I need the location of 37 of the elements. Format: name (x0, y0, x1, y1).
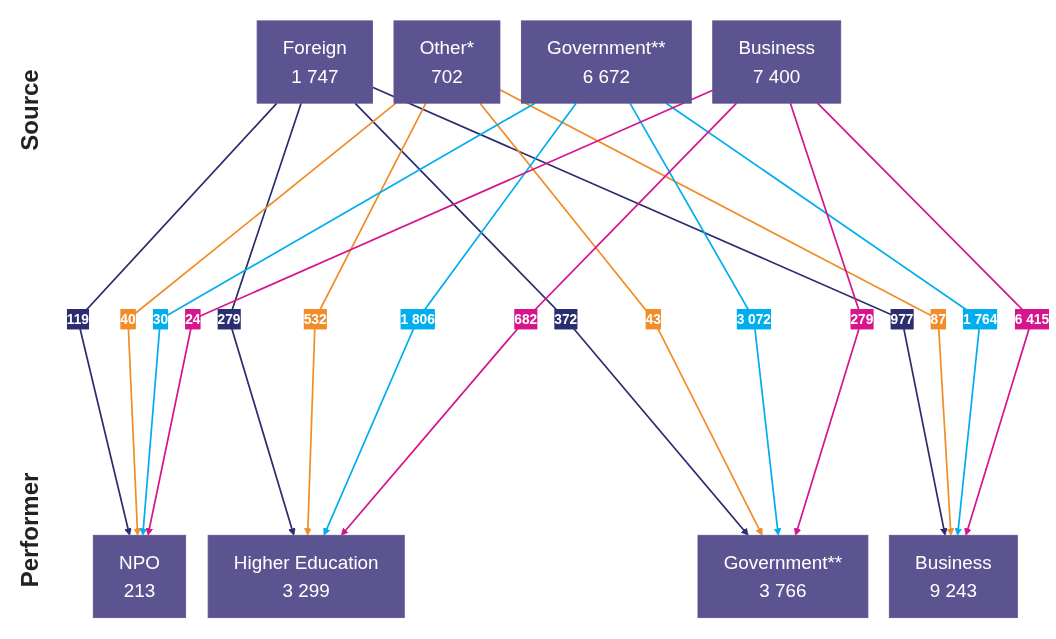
node-box: Government** 6 672 (520, 20, 692, 104)
arrow (479, 102, 763, 536)
arrow (629, 102, 782, 536)
edge-label: 977 (890, 311, 914, 327)
edge-label: 119 (66, 311, 89, 327)
edge-label: 6 415 (1014, 311, 1050, 327)
arrow (499, 89, 955, 536)
arrow (145, 89, 714, 536)
arrow (665, 102, 982, 536)
arrow (127, 102, 397, 536)
node-box: Government** 3 766 (697, 535, 869, 619)
arrow (323, 102, 577, 536)
arrow (139, 102, 536, 536)
edge-label: 40 (120, 311, 136, 327)
edge-label: 1 764 (962, 311, 998, 327)
edge-label: 24 (185, 311, 201, 327)
edge-label: 279 (850, 311, 874, 327)
edge-label: 372 (554, 311, 578, 327)
node-box: Other* 702 (393, 20, 501, 104)
edge-label: 43 (645, 311, 661, 327)
edge-label: 1 806 (400, 311, 435, 327)
edge-label: 532 (303, 311, 327, 327)
edge-label: 682 (514, 311, 538, 327)
arrow (304, 102, 427, 536)
node-box: Business 7 400 (712, 20, 842, 104)
axis-heading: Performer (16, 472, 44, 588)
arrow (371, 86, 948, 536)
edge-label: 3 072 (736, 311, 772, 327)
node-box: NPO 213 (92, 535, 187, 619)
axis-heading: Source (16, 69, 44, 151)
node-box: Business 9 243 (888, 535, 1018, 619)
arrow (228, 102, 302, 536)
node-box: Higher Education 3 299 (207, 535, 405, 619)
edge-label: 30 (152, 311, 169, 327)
node-box: Foreign 1 747 (256, 20, 373, 104)
edge-label: 279 (217, 311, 241, 327)
edge-label: 87 (930, 311, 946, 327)
